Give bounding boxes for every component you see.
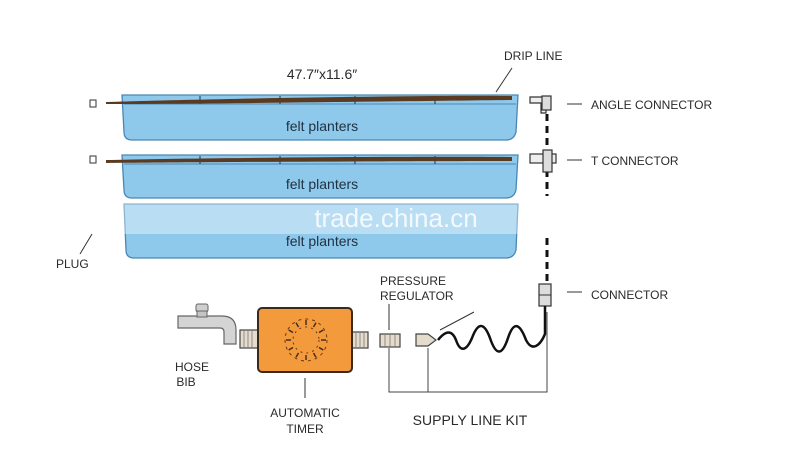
felt-planter-3: felt planters [123,203,519,259]
timer-outlet-fitting [351,331,369,349]
drip-line-label: DRIP LINE [504,49,562,63]
hose-bib-icon [177,303,237,345]
pressure-regulator-label-line2: REGULATOR [380,289,454,303]
automatic-timer-label-line1: AUTOMATIC [270,406,340,420]
pressure-regulator-label-line1: PRESSURE [380,274,446,288]
drip-line-1 [106,95,512,104]
hose-bib-label-line2: BIB [176,375,195,389]
automatic-timer [257,307,353,373]
timer-dial-tick [295,352,300,358]
plug-1 [89,99,97,108]
angle-connector-label: ANGLE CONNECTOR [591,98,712,112]
timer-dial-tick [318,346,324,351]
t-connector-label: T CONNECTOR [591,154,679,168]
supply-tube-coil [437,306,547,353]
supply-line-kit-label: SUPPLY LINE KIT [413,412,528,428]
watermark-text: trade.china.cn [314,203,477,233]
angle-connector [529,95,552,114]
planter-label-3: felt planters [286,233,358,249]
felt-planter-1: felt planters [121,94,519,141]
timer-dial-tick [318,329,324,334]
timer-dial-ticks [286,320,326,360]
t-connector [529,149,557,173]
connector-label: CONNECTOR [591,288,668,302]
pressure-regulator [379,333,401,348]
planter-label-2: felt planters [286,176,358,192]
timer-dial-tick [312,322,317,328]
planter-label-1: felt planters [286,118,358,134]
plug-label: PLUG [56,257,89,271]
timer-inlet-fitting [239,329,259,349]
timer-dial-tick [288,346,294,351]
plug-2 [89,155,97,164]
watermark: trade.china.cn [90,200,530,234]
supply-line-kit-bracket [388,312,548,393]
dimensions-label: 47.7″x11.6″ [287,66,357,82]
tube-adapter [415,333,437,347]
plug-leader [79,233,93,255]
hose-bib-label-line1: HOSE [175,360,209,374]
timer-dial-tick [312,352,317,358]
automatic-timer-label-line2: TIMER [286,422,324,436]
adapter-leader [439,311,475,331]
drip-line-leader [495,67,513,93]
connector [538,283,552,307]
drip-line-2 [106,156,512,163]
timer-dial-tick [288,329,294,334]
timer-dial-tick [295,322,300,328]
